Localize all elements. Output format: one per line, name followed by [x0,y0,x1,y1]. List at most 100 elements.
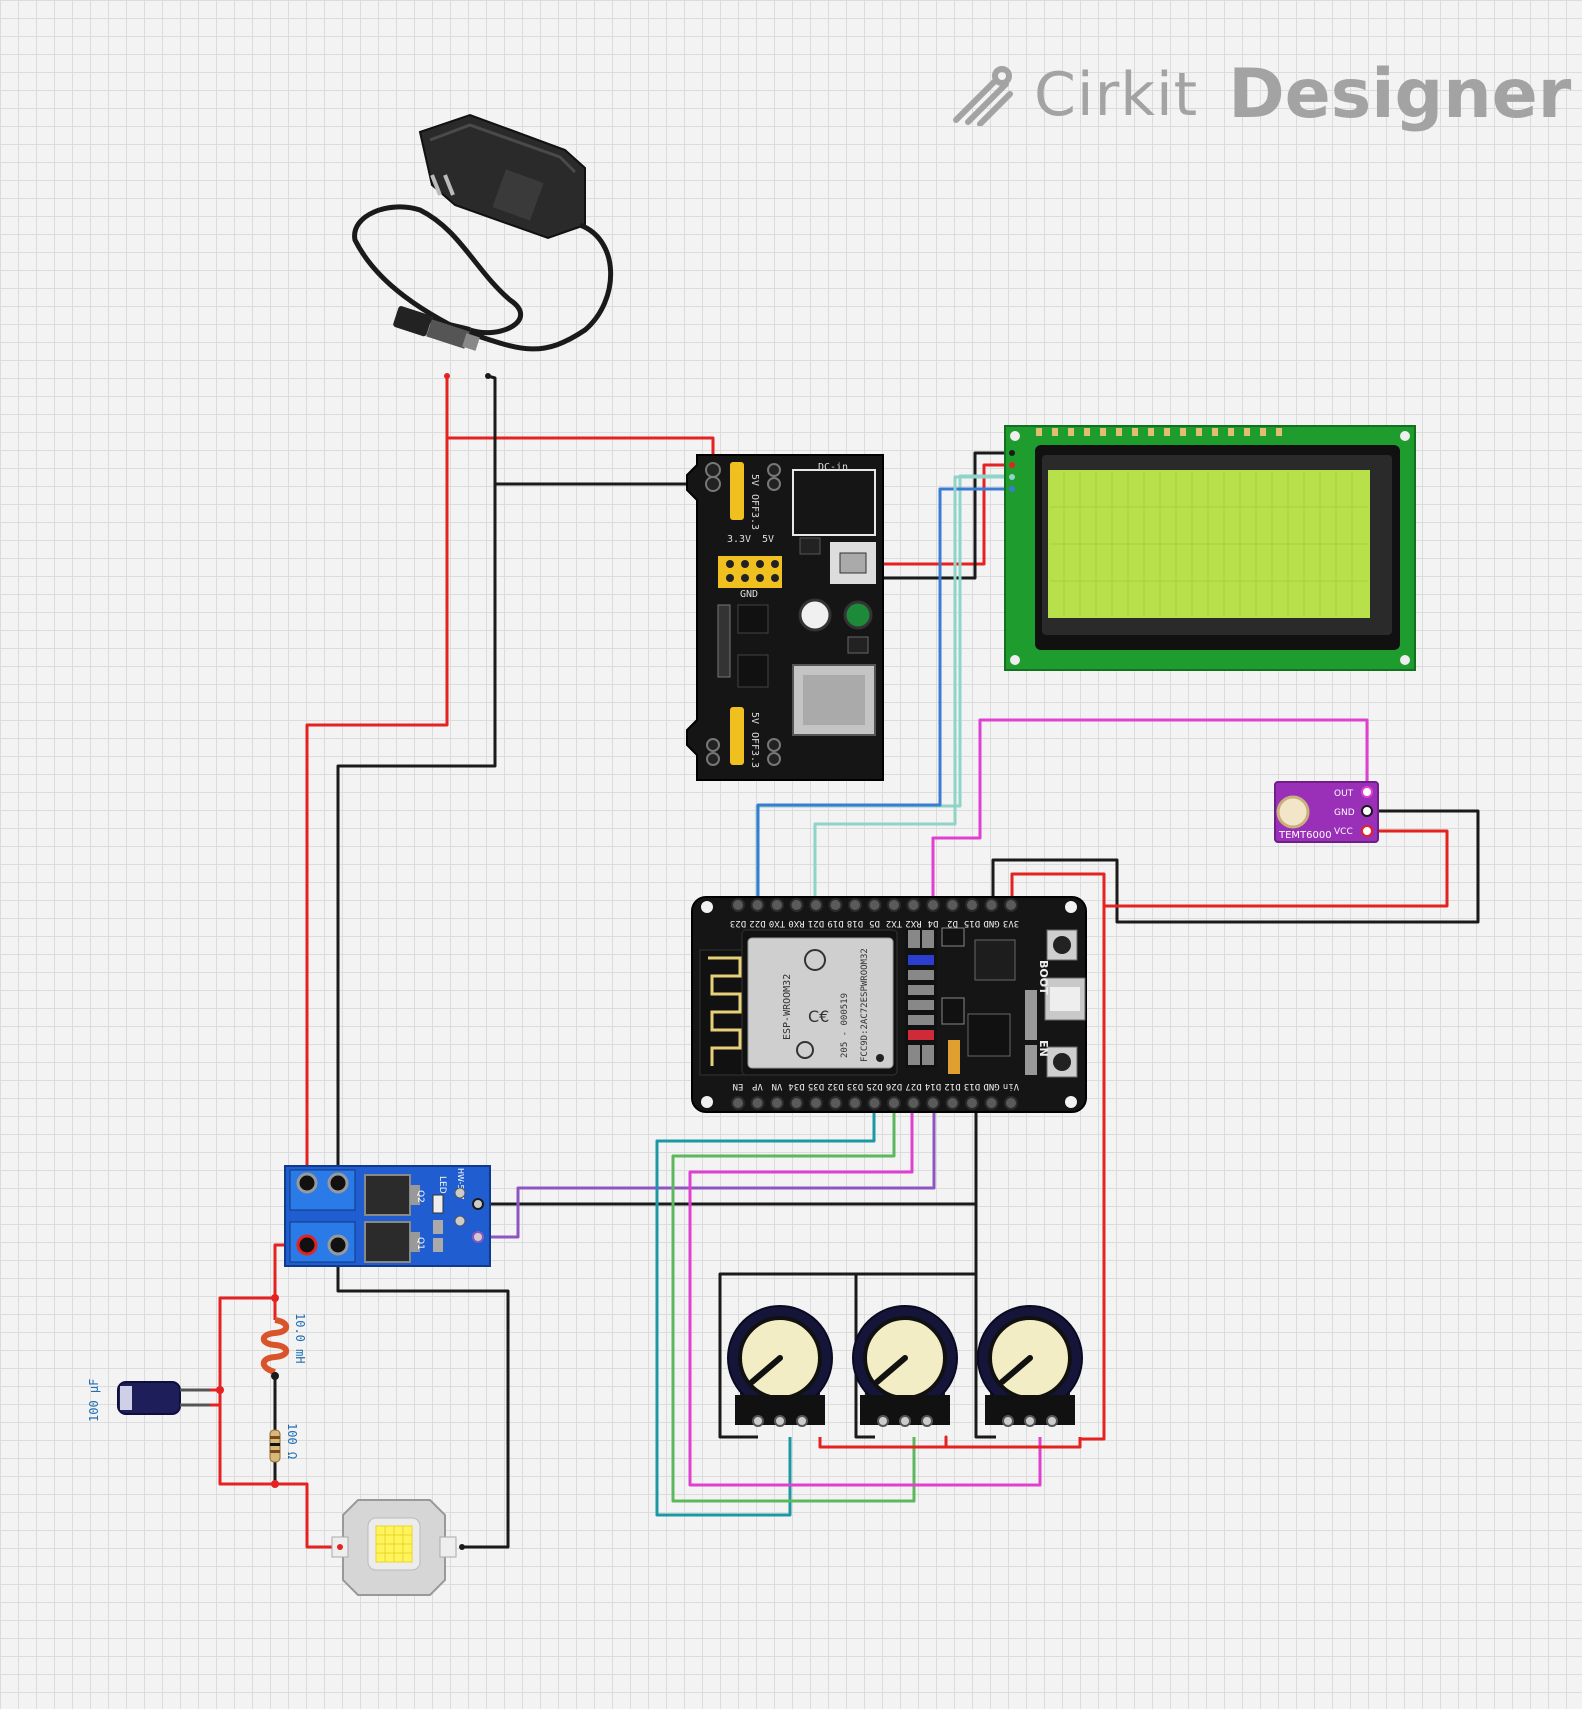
esp32-pin-d27[interactable] [906,1096,921,1110]
esp32-pin-d26[interactable] [887,1096,901,1110]
esp32-pin-vn[interactable] [770,1096,784,1110]
mosfet-out-negative[interactable] [327,1234,349,1256]
wire-sensor-out [931,718,1369,905]
esp32-pin-tx2[interactable] [887,898,901,912]
lcd-pin-sda[interactable] [1009,474,1015,480]
esp32-pin-d33[interactable] [848,1096,862,1110]
potentiometer-pin-1[interactable] [877,1415,889,1427]
esp32-bottom-pin-label: D14 [925,1081,941,1091]
esp32-pin-en[interactable] [731,1096,745,1110]
potentiometer-pin-3[interactable] [796,1415,808,1427]
lcd-pin-scl[interactable] [1009,486,1015,492]
mosfet-vin-negative[interactable] [327,1172,349,1194]
potentiometer-pin-3[interactable] [921,1415,933,1427]
esp32-pin-d22[interactable] [750,898,765,912]
lcd-display[interactable] [1004,425,1416,671]
esp32-bottom-header[interactable] [731,1096,1018,1110]
potentiometer-pin-3[interactable] [1046,1415,1058,1427]
adapter-positive-terminal[interactable] [444,373,450,379]
esp32-pin-vin[interactable] [1004,1096,1018,1110]
esp32-pin-tx0[interactable] [770,898,784,912]
breadboard-power-module[interactable]: DC-in 5V OFF 3.3 3.3V 5V GND 5V [686,454,884,781]
esp32-pin-d2[interactable] [945,898,960,912]
esp32-top-pin-label: RX2 [905,918,921,928]
esp32-bottom-pin-label: EN [733,1081,744,1091]
light-sensor-vcc-pin[interactable] [1361,825,1373,837]
esp32-pin-d18[interactable] [848,898,862,912]
lcd-pin-gnd[interactable] [1009,450,1015,456]
capacitor-value-label: 100 µF [87,1379,101,1422]
esp32-pin-rx0[interactable] [789,898,804,912]
esp32-top-header[interactable] [731,898,1018,912]
esp32-pin-rx2[interactable] [906,898,921,912]
esp32-pin-d23[interactable] [731,898,745,912]
esp32-pin-d34[interactable] [789,1096,804,1110]
capacitor[interactable]: 100 µF [87,1379,210,1422]
esp32-pin-d35[interactable] [809,1096,823,1110]
esp32-pin-d14[interactable] [926,1096,940,1110]
esp32-pin-vp[interactable] [750,1096,765,1110]
esp32-top-pin-label: D18 [847,918,863,928]
psu-dc-in-positive[interactable] [705,462,721,478]
wire-pot-gnd-1 [718,1272,856,1439]
potentiometer-3[interactable] [977,1305,1083,1427]
esp32-pin-d4[interactable] [926,898,940,912]
light-sensor[interactable]: TEMT6000 OUT GND VCC [1274,781,1379,843]
wire-mosfet-out-positive [218,1243,340,1549]
svg-text:OFF: OFF [749,494,760,512]
potentiometer-pin-2[interactable] [1024,1415,1036,1427]
lcd-pin-vcc[interactable] [1009,462,1015,468]
esp32-top-pin-label: D5 [869,918,880,928]
psu-led [843,600,873,630]
esp32-pin-gnd[interactable] [984,1096,999,1110]
power-adapter[interactable] [352,113,614,379]
esp32-top-pin-label: D15 [964,918,980,928]
wire-adapter-negative [487,374,713,486]
esp32-pin-d13[interactable] [965,1096,979,1110]
esp32-pin-d12[interactable] [945,1096,960,1110]
esp32-pin-d21[interactable] [809,898,823,912]
wire-esp-3v3-to-pots [1080,874,1106,1441]
esp32-bottom-pin-label: D26 [886,1081,902,1091]
psu-dc-in-negative[interactable] [705,476,721,492]
psu-gnd-label: GND [740,589,758,600]
esp32-pin-d25[interactable] [867,1096,882,1110]
resistor[interactable]: 100 Ω [269,1423,299,1463]
esp32-pin-gnd[interactable] [984,898,999,912]
potentiometer-pin-2[interactable] [774,1415,786,1427]
mosfet-vin-positive[interactable] [296,1172,318,1194]
mosfet-gnd-pin[interactable] [472,1198,484,1210]
mosfet-led-label: LED [437,1176,447,1194]
potentiometer-pin-1[interactable] [1002,1415,1014,1427]
esp32-en-label: EN [1037,1040,1050,1057]
mosfet-module[interactable]: Q2 Q1 LED HW-517 [284,1165,491,1267]
esp32-pin-d32[interactable] [828,1096,843,1110]
esp32-top-pin-label: D19 [827,918,843,928]
potentiometer-2[interactable] [852,1305,958,1427]
esp32-top-pin-label: TX2 [886,918,902,928]
light-sensor-gnd-pin[interactable] [1361,805,1373,817]
led-anode[interactable] [337,1544,343,1550]
potentiometer-pin-2[interactable] [899,1415,911,1427]
esp32-pin-d5[interactable] [867,898,882,912]
wire-adapter-positive-to-mosfet [305,438,449,1183]
led-cathode[interactable] [459,1544,465,1550]
adapter-negative-terminal[interactable] [485,373,491,379]
psu-header-pins[interactable] [726,560,779,582]
esp32-pin-3v3[interactable] [1004,898,1018,912]
psu-power-switch[interactable] [798,598,832,632]
esp32-bottom-pin-label: D34 [788,1081,804,1091]
potentiometer-1[interactable] [727,1305,833,1427]
power-led[interactable] [331,1499,465,1596]
esp32-pin-d15[interactable] [965,898,979,912]
inductor[interactable]: 10.0 mH [260,1313,307,1380]
wire-cap-negative [210,1403,222,1409]
mosfet-out-positive[interactable] [296,1234,318,1256]
potentiometers[interactable] [727,1305,1083,1427]
potentiometer-pin-1[interactable] [752,1415,764,1427]
light-sensor-out-pin[interactable] [1361,786,1373,798]
esp32-pin-d19[interactable] [828,898,843,912]
mosfet-pwm-pin[interactable] [472,1231,484,1243]
